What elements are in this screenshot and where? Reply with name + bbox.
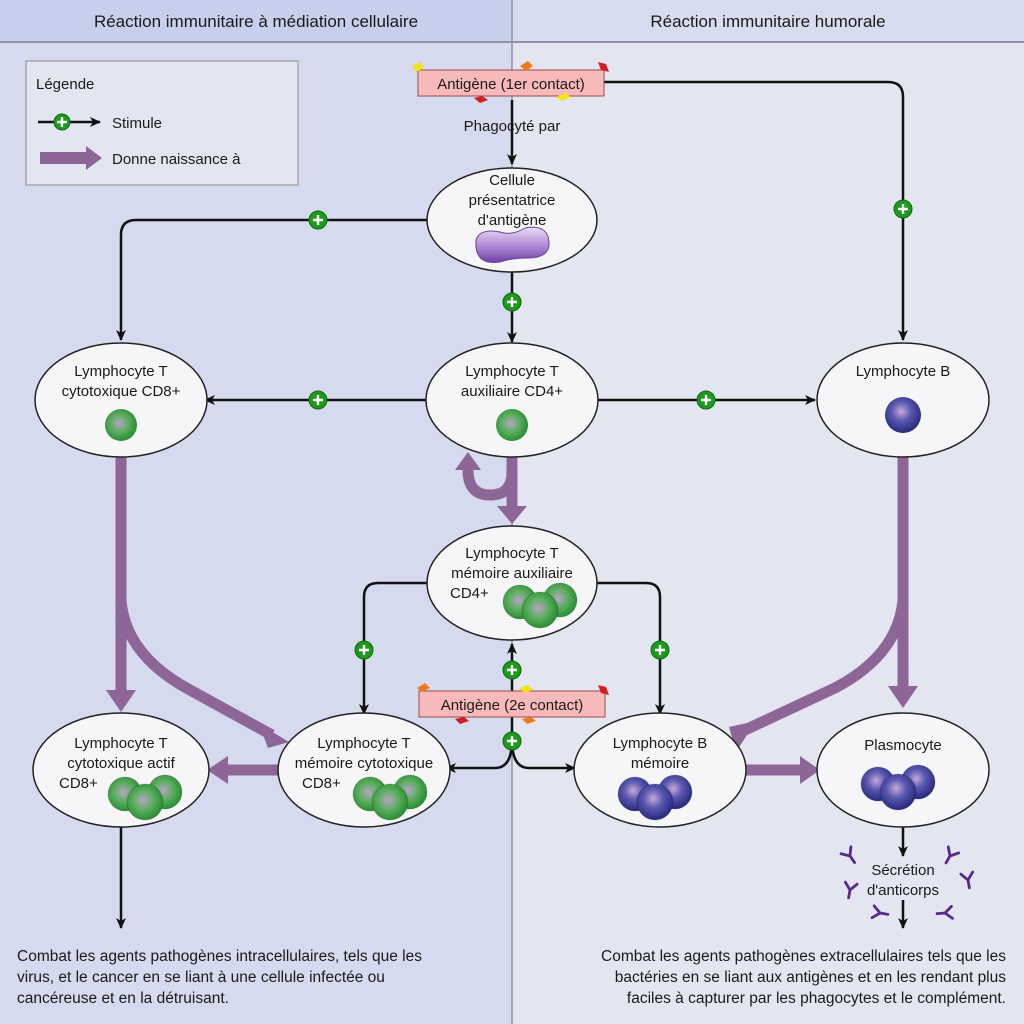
node-label: cytotoxique CD8+ [62, 383, 181, 400]
antibody-icon [839, 845, 856, 864]
node-label: CD4+ [450, 585, 489, 602]
b-cell-cluster-icon [860, 764, 936, 811]
node-label: d'antigène [478, 212, 547, 229]
legend-title: Légende [36, 76, 94, 93]
stimulus-badges [308, 199, 913, 751]
stimulus-arrow-icon [38, 113, 101, 131]
right-footer-line-3: faciles à capturer par les phagocytes et… [627, 990, 1006, 1007]
antibody-icon [959, 870, 975, 890]
node-label: Lymphocyte T [317, 735, 410, 752]
right-header-bg [512, 0, 1024, 42]
antigen-first-contact: Antigène (1er contact) Phagocyté par [412, 61, 609, 135]
node-label: cytotoxique actif [67, 755, 175, 772]
node-label: mémoire [631, 755, 689, 772]
node-apc: Cellule présentatrice d'antigène [426, 167, 598, 273]
node-b-memory: Lymphocyte B mémoire [573, 712, 747, 828]
arrow-cd8-to-memory [115, 599, 275, 740]
left-header-bg [0, 0, 512, 42]
antigen-second-contact: Antigène (2e contact) [417, 683, 609, 724]
arrow-b-to-bmemory [742, 599, 909, 735]
node-label: CD8+ [302, 775, 341, 792]
b-cell-cluster-icon [617, 774, 693, 821]
stimulus-plus-icon [502, 731, 522, 751]
left-footer-line-1: Combat les agents pathogènes intracellul… [17, 948, 422, 965]
node-plasma: Plasmocyte [816, 712, 990, 828]
legend: Légende Stimule Donne naissance à [25, 60, 299, 186]
antibody-secretion-line-1: Sécrétion [871, 862, 934, 879]
gives-rise-arrows [115, 457, 909, 776]
node-label: mémoire auxiliaire [451, 565, 573, 582]
node-label: présentatrice [469, 192, 556, 209]
antibody-secretion: Sécrétion d'anticorps [839, 845, 975, 920]
stimulus-plus-icon [893, 199, 913, 219]
node-label: Cellule [489, 172, 535, 189]
node-label: Lymphocyte B [613, 735, 708, 752]
left-footer-description: Combat les agents pathogènes intracellul… [17, 948, 422, 1007]
right-footer-description: Combat les agents pathogènes extracellul… [601, 948, 1006, 1007]
node-label: Lymphocyte T [465, 545, 558, 562]
antibody-secretion-line-2: d'anticorps [867, 882, 939, 899]
antibody-icons [839, 845, 975, 920]
right-header-title: Réaction immunitaire humorale [650, 12, 885, 31]
node-label: Lymphocyte B [856, 363, 951, 380]
stimulus-plus-icon [696, 390, 716, 410]
left-header-title: Réaction immunitaire à médiation cellula… [94, 12, 418, 31]
t-cell-icon [496, 409, 528, 441]
b-cell-icon [885, 397, 921, 433]
antibody-icon [944, 845, 961, 865]
antigen-molecule-icons [412, 61, 609, 103]
legend-item-donne-naissance: Donne naissance à [112, 151, 241, 168]
antigen-first-label: Antigène (1er contact) [437, 76, 585, 93]
right-panel [512, 0, 1024, 1024]
antibody-icon [843, 880, 859, 900]
right-footer-line-1: Combat les agents pathogènes extracellul… [601, 948, 1006, 965]
legend-item-stimule: Stimule [112, 115, 162, 132]
arrow-cd4-self-loop [462, 469, 518, 501]
stimulus-plus-icon [650, 640, 670, 660]
node-cd4: Lymphocyte T auxiliaire CD4+ [425, 342, 599, 458]
node-label: Plasmocyte [864, 737, 942, 754]
node-label: Lymphocyte T [74, 363, 167, 380]
antibody-icon [870, 904, 890, 920]
t-cell-icon [105, 409, 137, 441]
phagocytosed-by-label: Phagocyté par [464, 118, 561, 135]
node-label: Lymphocyte T [465, 363, 558, 380]
antigen-molecule-icons-2 [417, 683, 609, 724]
stimulus-plus-icon [502, 292, 522, 312]
right-footer-line-2: bactéries en se liant aux antigènes et e… [615, 969, 1006, 986]
stimulus-plus-icon [354, 640, 374, 660]
node-label: mémoire cytotoxique [295, 755, 433, 772]
antigen-presenting-cell-icon [475, 226, 550, 264]
t-cell-cluster-icon [107, 774, 183, 821]
left-footer-line-3: cancéreuse et en la détruisant. [17, 990, 229, 1007]
t-cell-cluster-icon [352, 774, 428, 821]
node-label: Lymphocyte T [74, 735, 167, 752]
stimulus-plus-icon [308, 390, 328, 410]
antigen-second-label: Antigène (2e contact) [441, 697, 584, 714]
stimulus-plus-icon [502, 660, 522, 680]
purple-arrow-icon [40, 146, 102, 170]
node-label: auxiliaire CD4+ [461, 383, 563, 400]
node-cd8: Lymphocyte T cytotoxique CD8+ [34, 342, 208, 458]
left-footer-line-2: virus, et le cancer en se liant à une ce… [17, 969, 385, 986]
antibody-icon [935, 905, 954, 920]
t-cell-cluster-icon [502, 582, 578, 629]
stimulus-plus-icon [308, 210, 328, 230]
node-b-cell: Lymphocyte B [816, 342, 990, 458]
node-label: CD8+ [59, 775, 98, 792]
